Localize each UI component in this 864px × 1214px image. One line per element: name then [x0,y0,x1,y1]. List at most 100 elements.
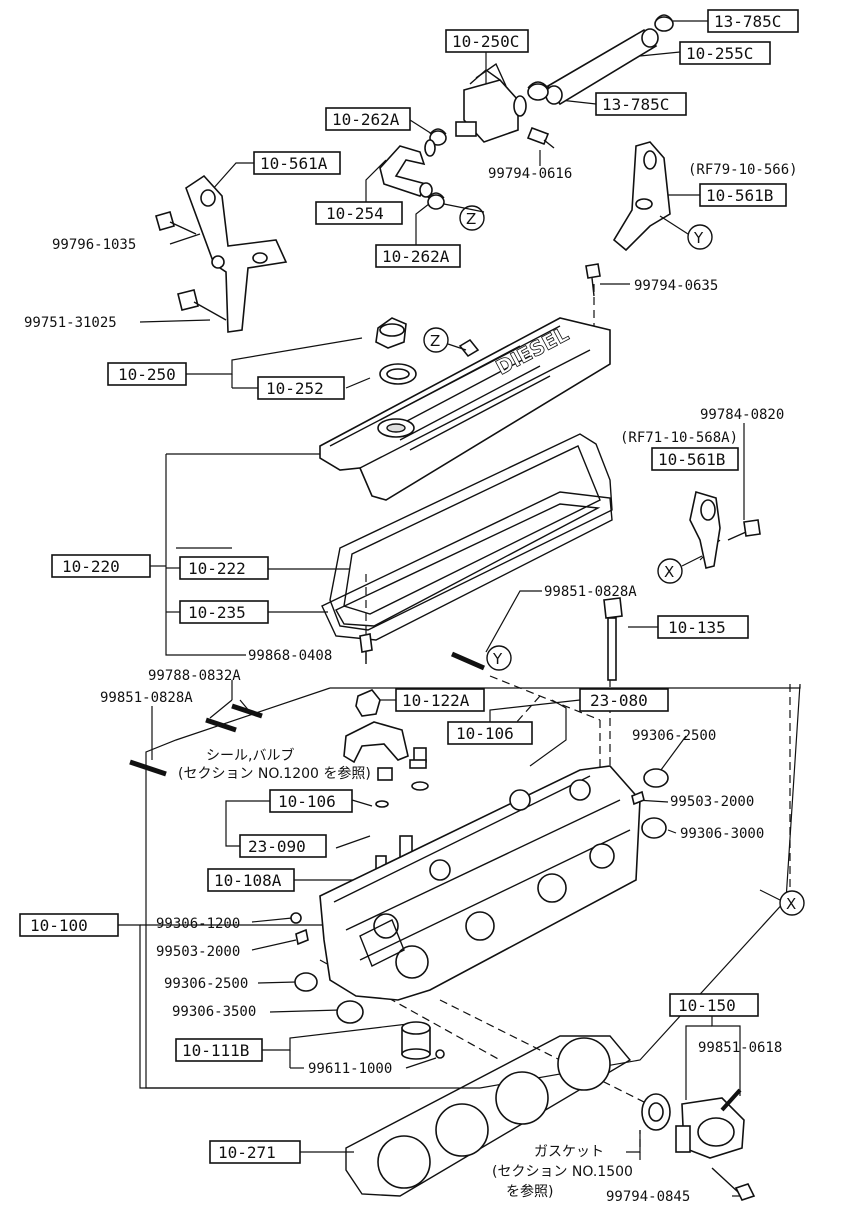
part-box-23-090[interactable]: 23-090 [239,834,327,858]
part-box-23-080[interactable]: 23-080 [579,688,669,712]
part-box-10-100[interactable]: 10-100 [19,913,119,937]
svg-text:10-108A: 10-108A [214,871,282,890]
svg-text:10-100: 10-100 [30,916,88,935]
part-box-10-108a[interactable]: 10-108A [207,868,295,892]
bracket-10-561a-drawing [185,174,288,333]
note-gasket-leader [626,1130,641,1153]
svg-text:10-271: 10-271 [218,1143,276,1162]
hose-clamp-mid-drawing [527,81,549,101]
label-99851-0618: 99851-0618 [698,1040,782,1056]
hose-clamp-lower-drawing [427,192,445,210]
part-box-10-250c[interactable]: 10-250C [445,29,529,53]
gasket-small-drawing [641,1093,671,1131]
part-number-boxes: 13-785C 10-250C 10-255C 10-262A 13-785C … [19,9,799,1164]
note-gasket-line1: ガスケット [534,1144,604,1160]
svg-text:X: X [664,563,674,581]
svg-text:10-561B: 10-561B [706,186,773,205]
svg-text:10-561A: 10-561A [260,154,328,173]
svg-text:10-220: 10-220 [62,557,120,576]
part-box-10-135[interactable]: 10-135 [657,615,749,639]
label-rf79-ref: (RF79-10-566) [688,162,798,178]
hose-10-254-drawing [379,139,436,198]
note-gasket-line2: (セクション NO.1500 [492,1164,633,1180]
part-box-10-561b-top[interactable]: 10-561B [699,183,787,207]
label-99306-3500: 99306-3500 [172,1004,256,1020]
callout-z-1[interactable]: Z [459,205,485,231]
part-box-10-106-b[interactable]: 10-106 [269,789,353,813]
svg-text:13-785C: 13-785C [602,95,669,114]
valve-seal-drawing [377,747,429,791]
part-box-10-561a[interactable]: 10-561A [253,151,341,175]
notes: シール,バルブ (セクション NO.1200 を参照) ガスケット (セクション… [178,747,641,1200]
label-99794-0845: 99794-0845 [606,1189,690,1205]
part-box-13-785c-mid[interactable]: 13-785C [595,92,687,116]
svg-text:10-235: 10-235 [188,603,246,622]
part-box-10-271[interactable]: 10-271 [209,1140,301,1164]
part-box-10-262a-top[interactable]: 10-262A [325,107,411,131]
label-99306-1200: 99306-1200 [156,916,240,932]
callout-y-1[interactable]: Y [687,224,713,250]
bolt-99794-0616-drawing [526,126,555,149]
svg-text:10-250: 10-250 [118,365,176,384]
gasket-10-222-drawing [329,433,613,631]
part-box-10-106-a[interactable]: 10-106 [447,721,533,745]
part-box-10-561b-mid[interactable]: 10-561B [651,447,739,471]
svg-text:Z: Z [430,332,440,350]
connector-10-250c-drawing [455,62,527,143]
label-99503-2000-left: 99503-2000 [156,944,240,960]
svg-text:10-122A: 10-122A [402,691,470,710]
part-box-10-254[interactable]: 10-254 [315,201,403,225]
stud-99851-0828a-top-drawing [450,651,486,671]
svg-text:Z: Z [466,210,476,228]
part-box-10-250[interactable]: 10-250 [107,362,187,386]
part-box-10-252[interactable]: 10-252 [257,376,345,400]
callout-x-1[interactable]: X [657,558,683,584]
label-99794-0616: 99794-0616 [488,166,572,182]
hose-clamp-10-262a-drawing [429,128,447,146]
part-box-10-150[interactable]: 10-150 [669,993,759,1017]
callout-x-2[interactable]: X [779,890,805,916]
head-bolt-10-135-drawing [603,597,623,681]
svg-text:10-150: 10-150 [678,996,736,1015]
label-99503-2000-right: 99503-2000 [670,794,754,810]
part-box-10-235[interactable]: 10-235 [179,600,269,624]
sleeve-10-111b-drawing [401,1021,431,1060]
svg-text:23-080: 23-080 [590,691,648,710]
svg-text:Y: Y [492,650,503,668]
plug-99306-2500-right-drawing [643,768,669,788]
bracket-10-561b-top-drawing [612,141,671,252]
svg-text:10-250C: 10-250C [452,32,519,51]
svg-text:10-111B: 10-111B [182,1041,249,1060]
gasket-10-235-drawing [321,491,613,641]
part-box-10-122a[interactable]: 10-122A [395,688,485,712]
part-box-10-262a-low[interactable]: 10-262A [375,244,461,268]
svg-text:10-222: 10-222 [188,559,246,578]
callout-y-2[interactable]: Y [486,645,512,671]
plug-99503-2000-left-drawing [295,928,309,946]
bolt-99784-0820-drawing [727,519,761,541]
svg-text:10-254: 10-254 [326,204,384,223]
note-seal-line1: シール,バルブ [206,747,294,764]
water-outlet-10-150-drawing [675,1097,745,1159]
part-box-10-220[interactable]: 10-220 [51,554,151,578]
part-box-13-785c-top[interactable]: 13-785C [707,9,799,33]
plug-99503-2000-right-drawing [631,790,645,806]
plain-part-numbers: 99794-0616 (RF79-10-566) 99796-1035 9975… [24,162,798,1205]
part-box-10-111b[interactable]: 10-111B [175,1038,263,1062]
plug-99611-1000-drawing [435,1049,445,1059]
hose-clamp-top-drawing [654,14,674,32]
bolt-99851-0618-drawing [720,1088,742,1112]
label-99794-0635: 99794-0635 [634,278,718,294]
callout-z-2[interactable]: Z [423,327,449,353]
label-99751-31025: 99751-31025 [24,315,117,331]
label-99306-2500-right: 99306-2500 [632,728,716,744]
label-99788-0832a: 99788-0832A [148,668,241,684]
plug-99306-1200-drawing [290,912,302,924]
part-box-10-222[interactable]: 10-222 [179,556,269,580]
bolt-99794-0635-drawing [585,263,601,297]
label-99784-0820: 99784-0820 [700,407,784,423]
cylinder-head-drawing [319,765,641,1001]
part-box-10-255c[interactable]: 10-255C [679,41,771,65]
svg-text:10-106: 10-106 [278,792,336,811]
svg-text:Y: Y [693,229,704,247]
